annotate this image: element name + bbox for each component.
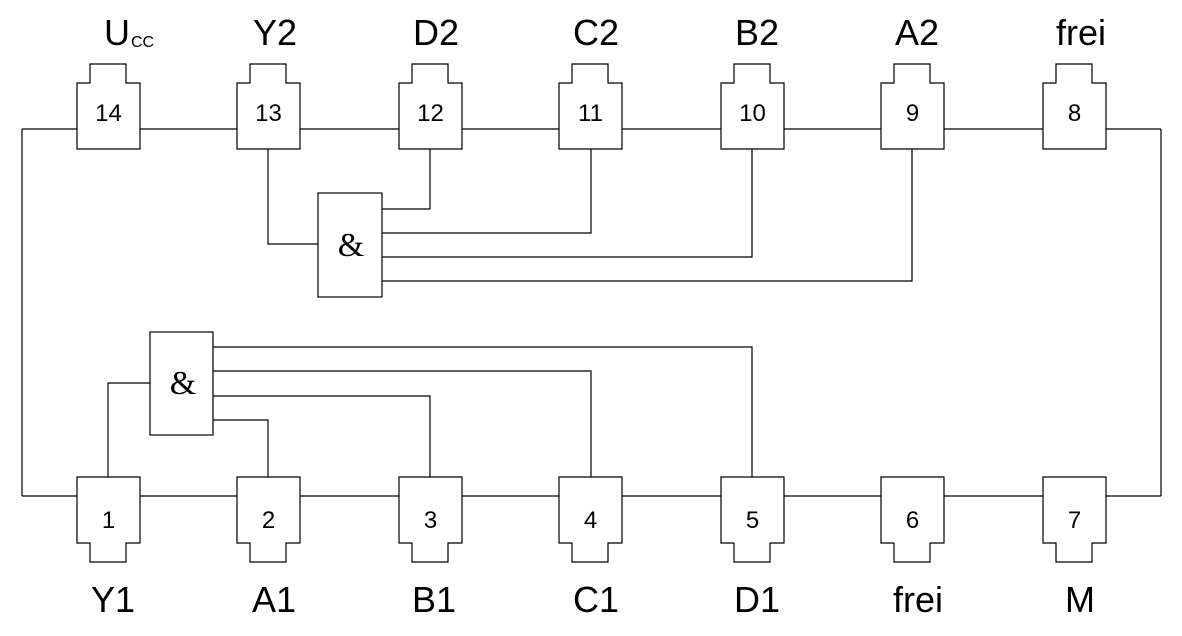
pin-1-number: 1 (102, 507, 115, 534)
pin-5-label: D1 (734, 579, 780, 620)
pin-10: 10 B2 (720, 12, 785, 150)
pin-7-label: M (1065, 579, 1095, 620)
pin-7-number: 7 (1068, 507, 1081, 534)
pin-14: 14 U CC (76, 12, 154, 150)
pin-8-label: frei (1056, 12, 1106, 53)
pin-7: 7 M (1042, 476, 1107, 620)
pin-11: 11 C2 (558, 12, 623, 150)
pin-12-number: 12 (417, 100, 444, 127)
pin-8: 8 frei (1042, 12, 1107, 150)
pin-14-label-subscript: CC (131, 34, 154, 51)
pin-8-number: 8 (1068, 100, 1081, 127)
pin-3-number: 3 (424, 507, 437, 534)
pin-10-number: 10 (739, 100, 766, 127)
pin-1-label: Y1 (91, 579, 135, 620)
pin-11-number: 11 (578, 100, 603, 127)
pin-10-label: B2 (735, 12, 779, 53)
pin-12-label: D2 (413, 12, 459, 53)
pin-3-label: B1 (412, 579, 456, 620)
pin-2-label: A1 (252, 579, 296, 620)
pin-2-number: 2 (262, 507, 275, 534)
pin-4-number: 4 (584, 507, 597, 534)
pin-2: 2 A1 (236, 476, 301, 620)
and-gate-2: & (317, 192, 383, 298)
pin-4: 4 C1 (558, 476, 623, 620)
pin-13: 13 Y2 (236, 12, 301, 150)
and-gate-1-symbol: & (170, 365, 196, 402)
pin-6: 6 frei (880, 476, 945, 620)
pin-6-number: 6 (906, 507, 919, 534)
pin-3: 3 B1 (398, 476, 463, 620)
pin-5-number: 5 (746, 507, 759, 534)
pin-12: 12 D2 (398, 12, 463, 150)
pin-13-number: 13 (255, 100, 282, 127)
pin-9-label: A2 (895, 12, 939, 53)
pin-1: 1 Y1 (76, 476, 141, 620)
and-gate-1: & (149, 331, 214, 436)
and-gate-2-symbol: & (338, 227, 364, 264)
pin-11-label: C2 (573, 12, 619, 53)
pin-9: 9 A2 (880, 12, 945, 150)
package-outline (21, 128, 1162, 497)
pin-6-label: frei (893, 579, 943, 620)
pin-4-label: C1 (573, 579, 619, 620)
pin-13-label: Y2 (253, 12, 297, 53)
pin-14-label: U (104, 12, 130, 53)
pin-14-number: 14 (95, 100, 122, 127)
pin-5: 5 D1 (720, 476, 785, 620)
pin-9-number: 9 (906, 100, 919, 127)
gate-2-wires (267, 149, 913, 282)
gate-1-wires (107, 346, 753, 477)
